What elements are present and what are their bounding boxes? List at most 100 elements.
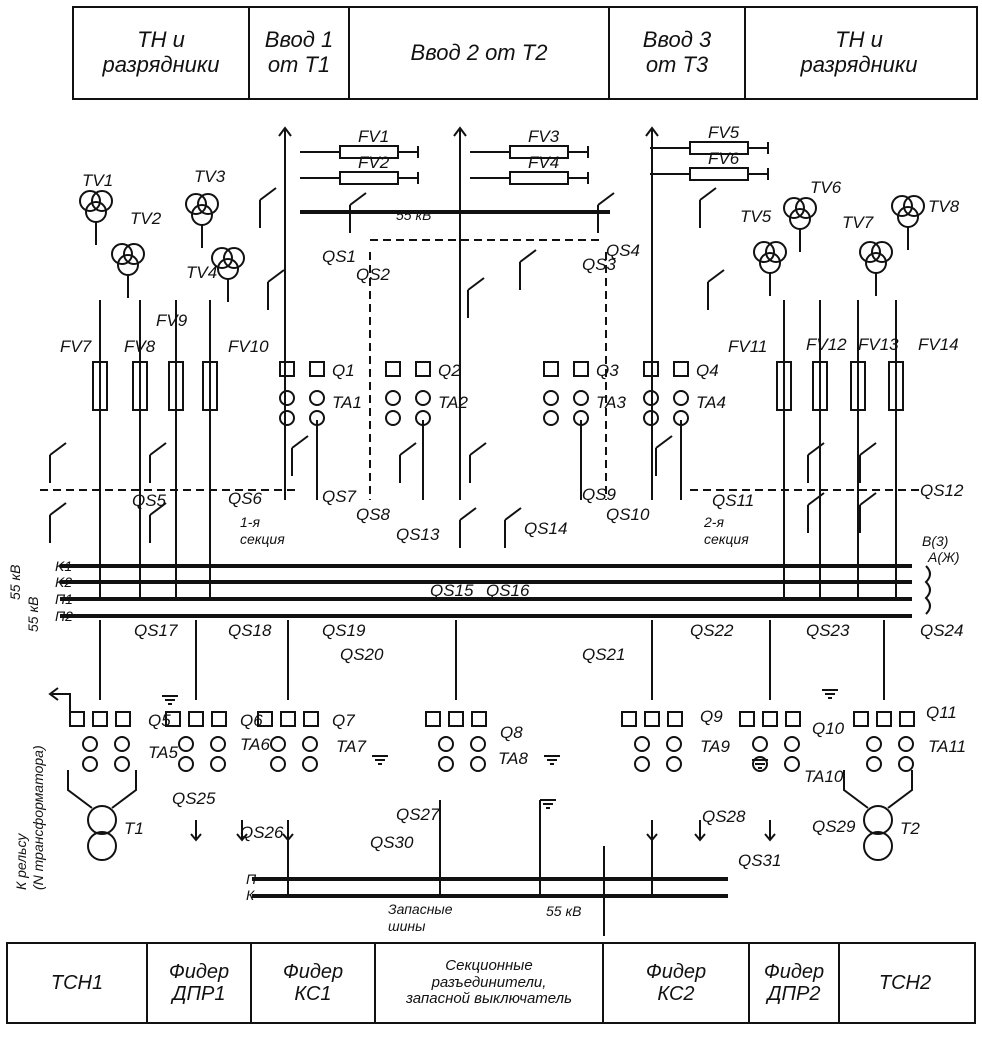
qs-label: QS25: [172, 789, 216, 808]
fv-label: FV4: [528, 153, 559, 172]
fv-label: FV11: [728, 337, 767, 356]
current-transformer-icon: [784, 756, 800, 772]
qs-label: QS18: [228, 621, 272, 640]
bottom-footer-table: ТСН1 Фидер ДПР1 Фидер КС1 Секционные раз…: [6, 942, 976, 1024]
surge-arrester-icon: [776, 361, 792, 411]
qs-label: QS1: [322, 247, 356, 266]
voltage-label: 55 кВ: [25, 597, 41, 632]
fv-label: FV10: [228, 337, 269, 356]
qs-label: QS31: [738, 851, 781, 870]
current-transformer-icon: [279, 410, 295, 426]
current-transformer-icon: [270, 756, 286, 772]
ta-label: TA3: [596, 393, 626, 412]
ta-label: TA5: [148, 743, 178, 762]
current-transformer-icon: [82, 736, 98, 752]
qs-label: QS20: [340, 645, 384, 664]
fv-label: FV2: [358, 153, 390, 172]
disconnector-blade: [49, 502, 67, 516]
q-label: Q1: [332, 361, 355, 380]
ta-label: TA11: [928, 737, 966, 756]
breaker-icon: [876, 711, 892, 727]
q-label: Q2: [438, 361, 461, 380]
qs-label: QS12: [920, 481, 964, 500]
breaker-icon: [853, 711, 869, 727]
header-cell-tn-left: ТН и разрядники: [74, 8, 250, 98]
current-transformer-icon: [385, 390, 401, 406]
current-transformer-icon: [898, 756, 914, 772]
fv-label: FV14: [918, 335, 959, 354]
breaker-icon: [471, 711, 487, 727]
rail-label: К рельсу(N трансформатора): [13, 745, 46, 890]
current-transformer-icon: [573, 410, 589, 426]
outgoing-arrow: [236, 833, 248, 842]
fv-label: FV7: [60, 337, 92, 356]
surge-arrester-icon: [339, 171, 399, 185]
current-transformer-icon: [634, 756, 650, 772]
disconnector-blade: [149, 442, 167, 456]
disconnector-blade: [349, 192, 367, 206]
voltage-transformer-icon: [91, 190, 113, 212]
disconnector-blade: [467, 277, 485, 291]
current-transformer-icon: [643, 410, 659, 426]
current-transformer-icon: [279, 390, 295, 406]
current-transformer-icon: [543, 390, 559, 406]
voltage-transformer-icon: [865, 252, 887, 274]
tv-label: TV8: [928, 197, 960, 216]
qs-label: QS4: [606, 241, 640, 260]
spare-bus-k-label: К: [246, 887, 255, 903]
surge-arrester-icon: [689, 141, 749, 155]
ta-label: TA8: [498, 749, 528, 768]
breaker-icon: [644, 711, 660, 727]
current-transformer-icon: [415, 390, 431, 406]
disconnector-blade: [597, 192, 615, 206]
q-label: Q11: [926, 703, 957, 722]
qs-label: QS28: [702, 807, 746, 826]
current-transformer-icon: [784, 736, 800, 752]
transformer-lead: [887, 770, 913, 809]
current-transformer-icon: [270, 736, 286, 752]
ta-label: TA1: [332, 393, 362, 412]
outgoing-arrow: [764, 833, 776, 842]
transformer-lead: [111, 770, 137, 809]
disconnector-blade: [259, 187, 277, 201]
voltage-transformer-icon: [223, 247, 245, 269]
qs-label: QS21: [582, 645, 625, 664]
disconnector-blade: [149, 502, 167, 516]
surge-arrester-icon: [509, 171, 569, 185]
current-transformer-icon: [470, 756, 486, 772]
surge-arrester-icon: [132, 361, 148, 411]
disconnector-blade: [399, 442, 417, 456]
breaker-icon: [762, 711, 778, 727]
surge-arrester-icon: [812, 361, 828, 411]
voltage-transformer-icon: [897, 206, 919, 228]
footer-cell-ks1: Фидер КС1: [252, 944, 376, 1022]
current-transformer-icon: [543, 410, 559, 426]
disconnector-blade: [291, 435, 309, 449]
voltage-transformer-icon: [191, 204, 213, 226]
upper-bus-voltage-label: 55 кВ: [396, 207, 431, 223]
voltage-transformer-icon: [117, 254, 139, 276]
surge-arrester-icon: [168, 361, 184, 411]
voltage-transformer-icon: [197, 193, 219, 215]
breaker-icon: [739, 711, 755, 727]
disconnector-blade: [859, 492, 877, 506]
surge-arrester-icon: [509, 145, 569, 159]
qs-label: QS29: [812, 817, 856, 836]
qs-label: QS11: [712, 491, 754, 510]
phase-b-label: B(3): [922, 533, 948, 549]
surge-arrester-icon: [850, 361, 866, 411]
breaker-icon: [211, 711, 227, 727]
auxiliary-transformer-icon: [87, 805, 117, 835]
input-3-arrow: [645, 126, 659, 137]
current-transformer-icon: [210, 756, 226, 772]
voltage-transformer-icon: [185, 193, 207, 215]
disconnector-blade: [699, 187, 717, 201]
q-label: Q9: [700, 707, 723, 726]
qs-label: QS5: [132, 491, 167, 510]
t-label: T2: [900, 819, 920, 838]
breaker-icon: [425, 711, 441, 727]
q-label: Q7: [332, 711, 355, 730]
footer-cell-ks2: Фидер КС2: [604, 944, 750, 1022]
